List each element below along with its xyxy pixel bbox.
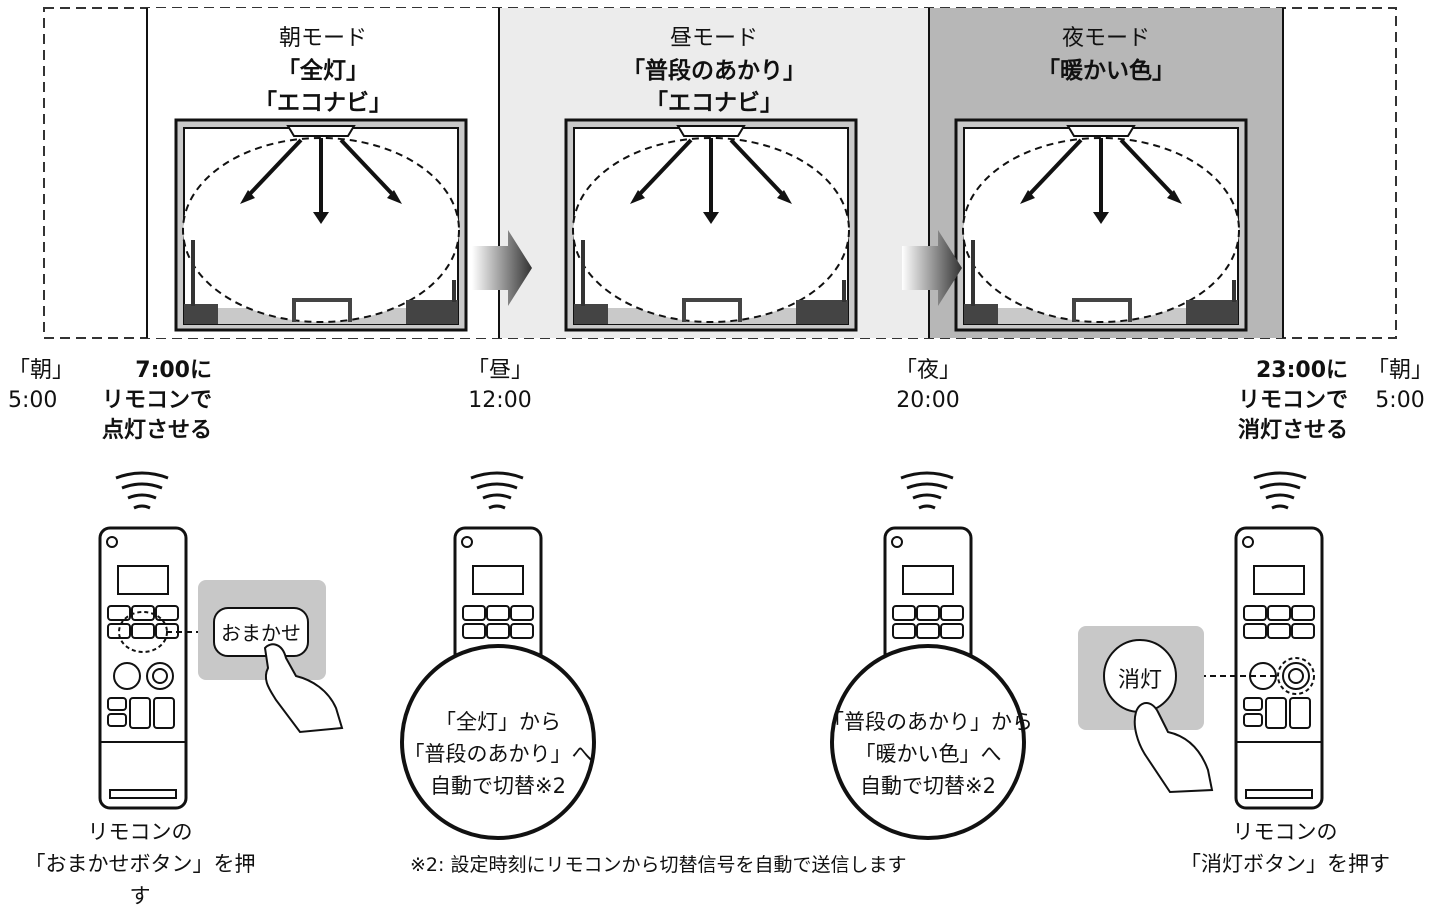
hand-icon xyxy=(1133,702,1214,794)
remote-control-left xyxy=(98,526,188,810)
mode-setting: 「エコナビ」 xyxy=(645,90,783,116)
mode-setting: 「暖かい色」 xyxy=(1037,58,1175,84)
signal-icon xyxy=(114,471,170,510)
mode-title: 夜モード xyxy=(1061,26,1150,51)
hand-icon xyxy=(263,643,344,734)
footnote: ※2: 設定時刻にリモコンから切替信号を自動で送信します xyxy=(410,854,907,876)
mode-setting: 「普段のあかり」 xyxy=(622,58,806,84)
transition-arrow xyxy=(902,230,962,306)
noon-switch-note: 「全灯」から 「普段のあかり」へ 自動で切替※2 xyxy=(403,710,593,798)
right-caption: リモコンの 「消灯ボタン」を押す xyxy=(1180,820,1390,876)
noon-room xyxy=(564,118,858,332)
night-time-label: 「夜」 20:00 xyxy=(894,358,961,413)
morning-room xyxy=(174,118,468,332)
mode-title: 昼モード xyxy=(669,26,758,51)
mode-title: 朝モード xyxy=(278,26,367,51)
signal-icon xyxy=(1252,471,1308,510)
signal-icon xyxy=(469,471,525,510)
callout-circle xyxy=(400,644,596,840)
turn-on-instruction: 7:00に リモコンで 点灯させる xyxy=(101,358,212,443)
room-illustrations xyxy=(98,118,1324,840)
callout-circle xyxy=(830,644,1026,840)
night-switch-note: 「普段のあかり」から 「暖かい色」へ 自動で切替※2 xyxy=(823,710,1033,798)
mode-setting: 「全灯」 xyxy=(277,58,369,84)
morning-end-label: 「朝」 5:00 xyxy=(1366,358,1433,413)
shoutou-button[interactable]: 消灯 xyxy=(1117,668,1162,693)
omakase-button[interactable]: おまかせ xyxy=(221,621,301,645)
noon-time-label: 「昼」 12:00 xyxy=(466,358,533,413)
signal-icon xyxy=(899,471,955,510)
morning-start-label: 「朝」 5:00 xyxy=(8,358,75,413)
left-caption: リモコンの 「おまかせボタン」を押す xyxy=(24,820,256,908)
transition-arrow xyxy=(472,230,532,306)
mode-setting: 「エコナビ」 xyxy=(254,90,392,116)
night-room xyxy=(954,118,1248,332)
turn-off-instruction: 23:00に リモコンで 消灯させる xyxy=(1237,358,1348,443)
